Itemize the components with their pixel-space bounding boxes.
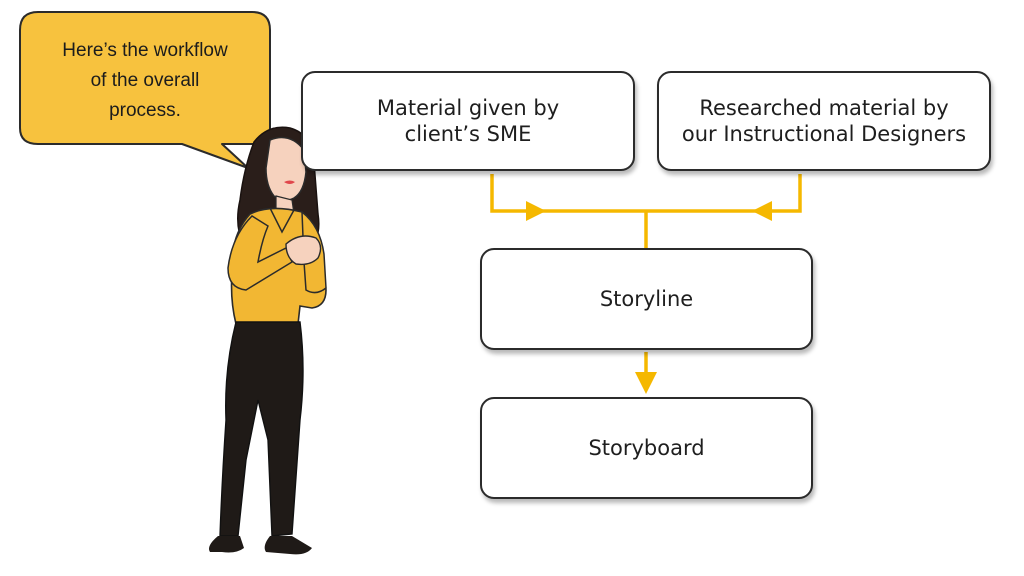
arrow-head-research [752, 201, 772, 221]
speech-bubble-shape [19, 11, 271, 169]
arrow-head-storyboard [635, 372, 657, 394]
presenter-collar [269, 207, 295, 234]
flow-box-storyline: Storyline [480, 248, 813, 350]
flow-box-storyboard: Storyboard [480, 397, 813, 499]
speech-bubble-text: Here’s the workflow of the overall proce… [62, 40, 228, 121]
arrow-head-sme [526, 201, 546, 221]
presenter-pants [219, 321, 304, 537]
presenter-arm-left [227, 215, 293, 291]
presenter-face [265, 136, 307, 202]
presenter-shoe-left [209, 536, 244, 553]
flow-box-client-sme-material: Material given by client’s SME [301, 71, 635, 171]
presenter-hands [285, 235, 322, 266]
connector-research [646, 174, 802, 213]
connector-sme [490, 174, 646, 213]
presenter-shoe-right [264, 536, 312, 555]
flow-box-researched-material: Researched material by our Instructional… [657, 71, 991, 171]
presenter-lips [284, 180, 295, 184]
